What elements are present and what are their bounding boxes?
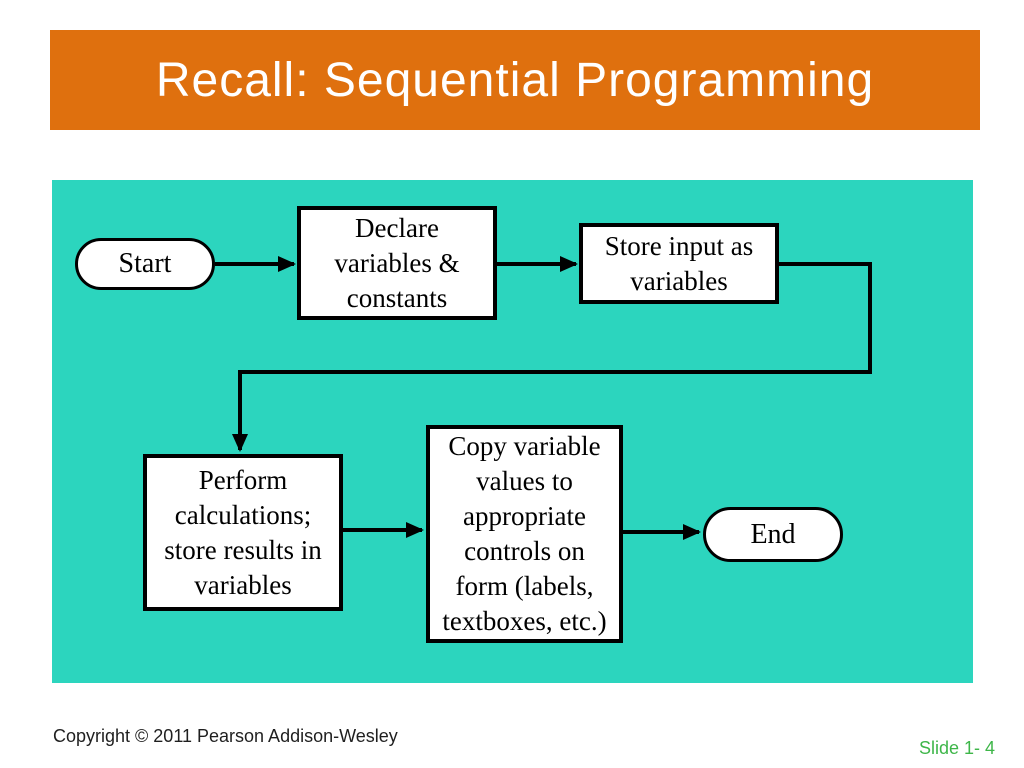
page-title: Recall: Sequential Programming bbox=[155, 53, 875, 107]
flow-node-perform-calculations: Perform calculations; store results in v… bbox=[143, 454, 343, 611]
flow-node-declare-variables: Declare variables & constants bbox=[297, 206, 497, 320]
slide-number-badge: Slide 1- 4 bbox=[918, 738, 995, 758]
flow-node-end: End bbox=[703, 507, 843, 562]
node-label-store-input: Store input as variables bbox=[604, 230, 754, 296]
title-bar: Recall: Sequential Programming bbox=[50, 30, 980, 130]
node-label-declare-variables: Declare variables & constants bbox=[334, 212, 460, 313]
node-label-copy-values: Copy variable values to appropriate cont… bbox=[442, 431, 607, 636]
node-label-perform-calculations: Perform calculations; store results in v… bbox=[164, 464, 322, 600]
node-label-end: End bbox=[750, 518, 796, 550]
flow-node-copy-values: Copy variable values to appropriate cont… bbox=[426, 425, 623, 643]
flow-node-store-input: Store input as variables bbox=[579, 223, 779, 304]
node-label-start: Start bbox=[118, 248, 172, 279]
flow-node-start: Start bbox=[75, 238, 215, 290]
footer-copyright: Copyright © 2011 Pearson Addison-Wesley bbox=[53, 726, 398, 746]
